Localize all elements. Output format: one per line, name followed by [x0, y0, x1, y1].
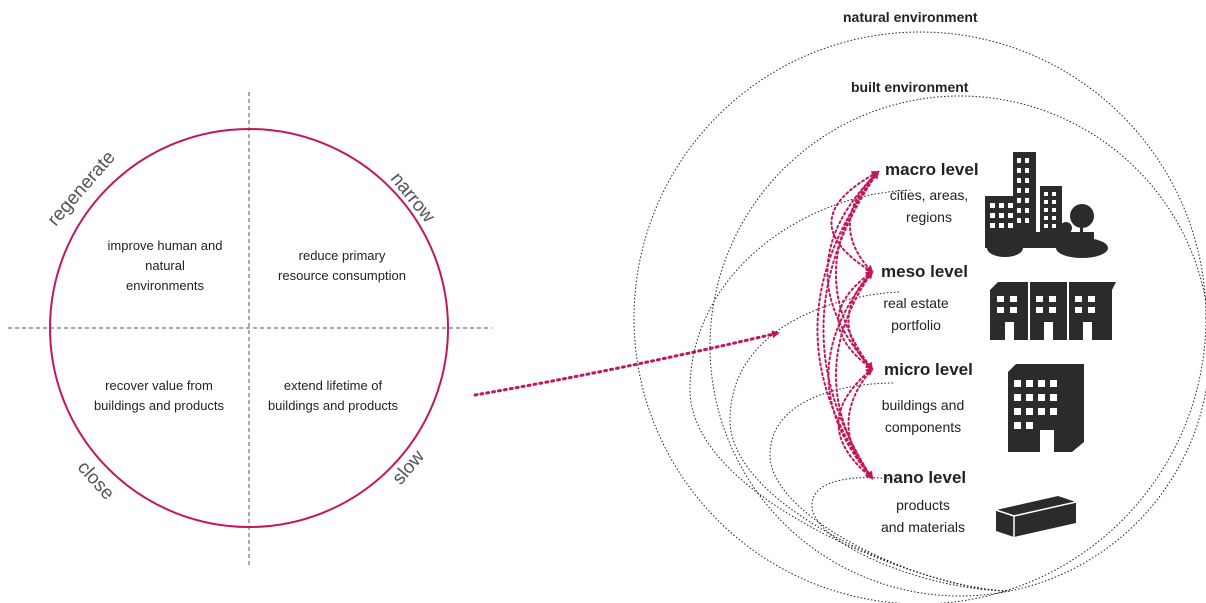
description-line: products	[896, 497, 950, 513]
nano-level-title: nano level	[883, 468, 967, 487]
description-line: buildings and	[881, 397, 965, 413]
connector-meso-macro	[830, 171, 880, 273]
nano-level-description: products and materials	[868, 494, 978, 538]
quadrant-line: resource consumption	[278, 268, 406, 283]
macro-level-title: macro level	[885, 160, 979, 179]
micro-level-arc	[769, 382, 1011, 592]
quadrant-regenerate-text: improve human and natural environments	[80, 236, 250, 296]
quadrant-line: buildings and products	[267, 398, 399, 413]
strategy-wheel	[8, 92, 492, 565]
connector-meso-nano	[835, 271, 874, 480]
description-line: portfolio	[891, 317, 941, 333]
built-environment-circle	[709, 95, 1206, 597]
material-block-icon	[995, 496, 1077, 537]
quadrant-line: extend lifetime of	[283, 378, 383, 393]
environment-circles	[633, 31, 1206, 603]
connector-micro-macro	[826, 170, 880, 370]
quadrant-line: environments	[125, 278, 205, 293]
description-line: components	[884, 419, 962, 435]
connector-nano-micro	[837, 367, 874, 479]
description-line: and materials	[880, 519, 966, 535]
macro-level-description: cities, areas, regions	[874, 184, 984, 228]
quadrant-line: recover value from	[105, 378, 213, 393]
building-icon	[1008, 364, 1084, 452]
connector-micro-meso	[837, 270, 874, 370]
meso-level-title: meso level	[881, 262, 968, 281]
built-environment-label: built environment	[851, 79, 969, 95]
level-connectors	[816, 170, 880, 480]
natural-environment-label: natural environment	[843, 9, 978, 25]
city-skyline-icon	[985, 152, 1108, 258]
quadrant-line: natural	[145, 258, 185, 273]
connector-nano-macro	[816, 170, 880, 479]
quadrant-line: improve human and	[107, 238, 223, 253]
quadrant-line: reduce primary	[298, 248, 386, 263]
nano-level-arc	[811, 477, 1011, 592]
micro-level-title: micro level	[884, 360, 973, 379]
quadrant-narrow-text: reduce primary resource consumption	[257, 246, 427, 286]
quadrant-line: buildings and products	[93, 398, 225, 413]
transfer-arrow	[473, 330, 780, 397]
row-houses-icon	[990, 282, 1116, 340]
meso-level-description: real estate portfolio	[866, 292, 966, 336]
description-line: real estate	[883, 295, 949, 311]
quadrant-close-text: recover value from buildings and product…	[74, 376, 244, 416]
strategy-circle	[49, 128, 449, 528]
quadrant-slow-text: extend lifetime of buildings and product…	[248, 376, 418, 416]
description-line: regions	[906, 209, 952, 225]
connector-nano-meso	[827, 270, 874, 479]
description-line: cities, areas,	[889, 187, 969, 203]
micro-level-description: buildings and components	[868, 394, 978, 438]
